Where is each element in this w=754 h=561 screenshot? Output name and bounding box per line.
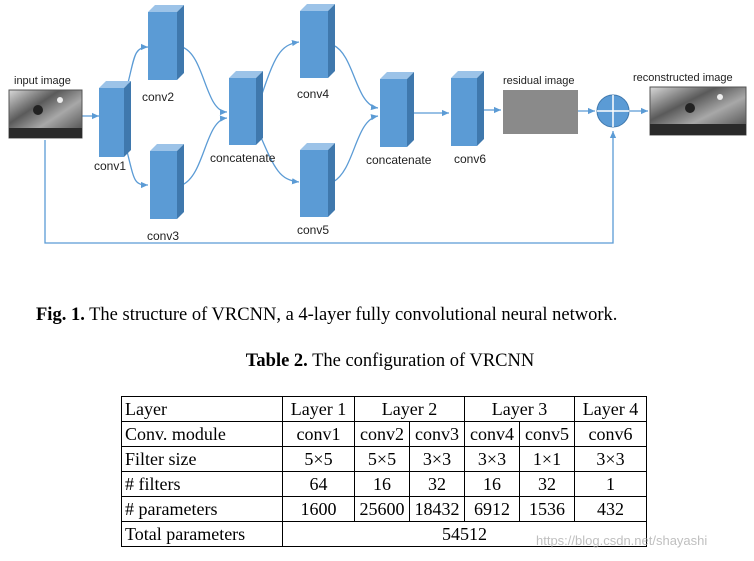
input-image (8, 89, 83, 139)
concat1-block (229, 71, 263, 145)
table-caption: Table 2. The configuration of VRCNN (0, 351, 754, 372)
residual-image (503, 90, 578, 134)
header-cell: Layer 2 (354, 396, 465, 422)
arrow-conv4-concat2 (332, 44, 379, 111)
table-cell: 32 (519, 471, 575, 497)
table-cell: 5×5 (282, 446, 355, 472)
arrow-concat1-conv4 (259, 40, 300, 101)
conv1-label: conv1 (94, 159, 126, 173)
table-cell: conv3 (409, 421, 465, 447)
concat1-label: concatenate (210, 151, 276, 165)
figure-caption-text: The structure of VRCNN, a 4-layer fully … (84, 305, 618, 325)
arrow-conv2-concat1 (181, 46, 228, 116)
header-cell: Layer 1 (282, 396, 355, 422)
table-row: # filters 64 16 32 16 32 1 (121, 471, 647, 497)
table-caption-text: The configuration of VRCNN (307, 351, 535, 371)
table-cell: 18432 (409, 496, 465, 522)
conv6-label: conv6 (454, 152, 486, 166)
table-row: # parameters 1600 25600 18432 6912 1536 … (121, 496, 647, 522)
table-header-row: Layer Layer 1 Layer 2 Layer 3 Layer 4 (121, 396, 647, 422)
arrow-concat1-conv5 (259, 134, 300, 185)
table-cell: 3×3 (409, 446, 465, 472)
table-cell: 16 (464, 471, 520, 497)
row-label: Filter size (121, 446, 283, 472)
header-cell: Layer 4 (574, 396, 647, 422)
skip-connection (44, 131, 617, 244)
concat2-block (380, 72, 414, 147)
row-label: # filters (121, 471, 283, 497)
conv3-block (150, 144, 184, 219)
table-cell: conv2 (354, 421, 410, 447)
conv2-label: conv2 (142, 90, 174, 104)
total-value: 54512 (282, 521, 647, 547)
conv3-label: conv3 (147, 229, 179, 243)
table-cell: 1600 (282, 496, 355, 522)
table-row: Conv. module conv1 conv2 conv3 conv4 con… (121, 421, 647, 447)
table-cell: 1 (574, 471, 647, 497)
table-cell: 32 (409, 471, 465, 497)
table-cell: 432 (574, 496, 647, 522)
table-cell: 3×3 (464, 446, 520, 472)
residual-image-label: residual image (503, 75, 575, 87)
table-cell: conv1 (282, 421, 355, 447)
row-label: # parameters (121, 496, 283, 522)
figure-caption: Fig. 1. The structure of VRCNN, a 4-laye… (36, 305, 754, 326)
table-cell: 25600 (354, 496, 410, 522)
conv4-block (300, 4, 335, 78)
reconstructed-image-label: reconstructed image (633, 72, 733, 84)
connections (44, 40, 648, 244)
header-cell: Layer (121, 396, 283, 422)
conv5-label: conv5 (297, 223, 329, 237)
conv1-block (99, 81, 131, 157)
conv6-block (451, 71, 484, 146)
table-caption-prefix: Table 2. (245, 351, 308, 371)
input-image-label: input image (14, 75, 71, 87)
table-cell: 1×1 (519, 446, 575, 472)
concat2-label: concatenate (366, 153, 432, 167)
figure-caption-prefix: Fig. 1. (36, 305, 85, 325)
table-total-row: Total parameters 54512 (121, 521, 647, 547)
table-cell: 6912 (464, 496, 520, 522)
vrcnn-structure-diagram: input image conv1 conv2 conv3 concatenat… (8, 4, 747, 244)
header-cell: Layer 3 (464, 396, 575, 422)
configuration-table: Layer Layer 1 Layer 2 Layer 3 Layer 4 Co… (121, 396, 647, 547)
table-cell: conv4 (464, 421, 520, 447)
conv4-label: conv4 (297, 87, 329, 101)
table-cell: 1536 (519, 496, 575, 522)
table-cell: conv6 (574, 421, 647, 447)
conv2-block (148, 5, 184, 80)
table-cell: conv5 (519, 421, 575, 447)
total-label: Total parameters (121, 521, 283, 547)
arrow-conv3-concat1 (181, 115, 228, 186)
arrow-conv5-concat2 (332, 114, 379, 183)
reconstructed-image (649, 86, 747, 136)
table-cell: 3×3 (574, 446, 647, 472)
row-label: Conv. module (121, 421, 283, 447)
conv5-block (300, 143, 335, 217)
table-cell: 5×5 (354, 446, 410, 472)
table-cell: 16 (354, 471, 410, 497)
watermark: https://blog.csdn.net/shayashi (536, 533, 708, 548)
sum-node-icon (596, 94, 630, 128)
table-row: Filter size 5×5 5×5 3×3 3×3 1×1 3×3 (121, 446, 647, 472)
table-cell: 64 (282, 471, 355, 497)
